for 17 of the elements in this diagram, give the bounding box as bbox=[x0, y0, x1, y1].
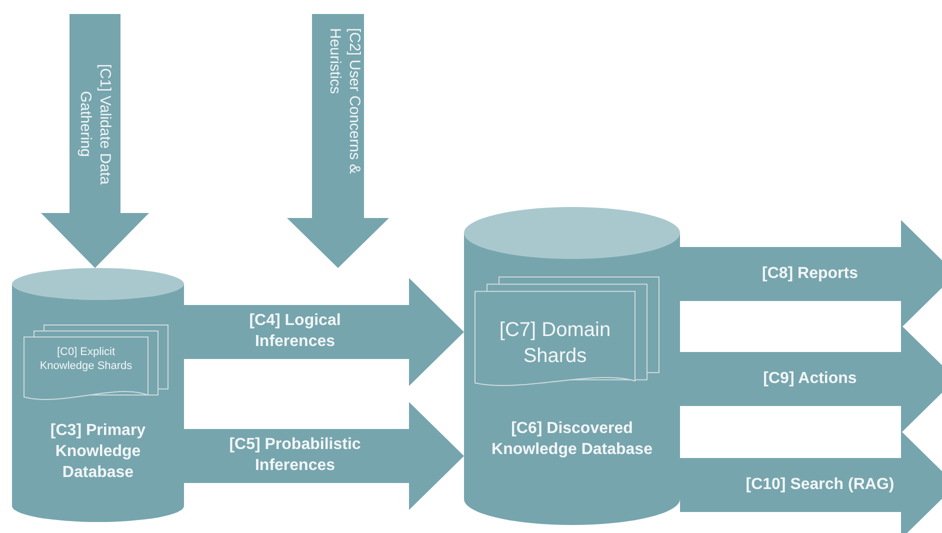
block-arrow bbox=[41, 14, 149, 268]
node-label: [C2] User Concerns & Heuristics bbox=[326, 28, 364, 176]
edge-label: [C4] Logical Inferences bbox=[248, 311, 342, 352]
node-label: [C6] Discovered Knowledge Database bbox=[490, 419, 654, 460]
block-arrow bbox=[680, 325, 942, 433]
edge-label: [C8] Reports bbox=[760, 264, 859, 284]
edge-label: [C9] Actions bbox=[762, 368, 858, 389]
edge-label: [C1] Validate Data Gathering bbox=[76, 62, 114, 187]
block-arrow bbox=[680, 220, 942, 328]
block-arrow bbox=[184, 402, 464, 510]
edge-label: [C5] Probabilistic Inferences bbox=[228, 435, 362, 476]
node-label: [C0] Explicit Knowledge Shards bbox=[38, 345, 134, 374]
node-label: [C7] Domain Shards bbox=[498, 318, 612, 369]
node-label: [C3] Primary Knowledge Database bbox=[49, 421, 147, 483]
edge-label: [C10] Search (RAG) bbox=[744, 474, 896, 495]
block-arrow bbox=[184, 278, 464, 386]
block-arrow bbox=[680, 431, 942, 533]
